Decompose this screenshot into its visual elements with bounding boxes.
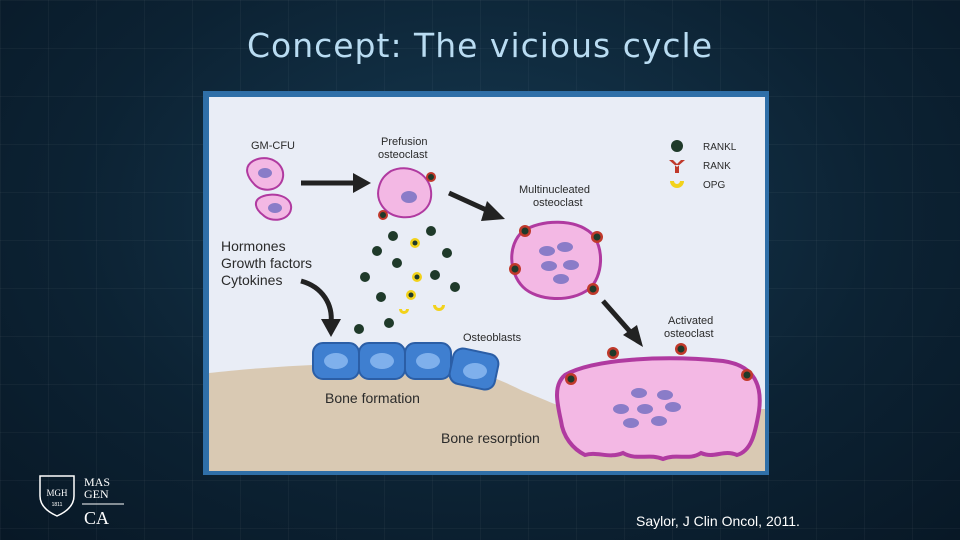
crest-text: MGH [46, 488, 68, 498]
svg-text:RANK: RANK [703, 161, 731, 172]
citation: Saylor, J Clin Oncol, 2011. [636, 513, 800, 529]
prefusion-label: Prefusion [381, 136, 427, 148]
bone-formation-label: Bone formation [325, 390, 420, 406]
activated-label: Activated [668, 315, 713, 327]
gm-cfu-cell [255, 193, 293, 221]
vicious-cycle-figure: GM-CFU Prefusion osteoclast Mu [203, 91, 769, 475]
prefusion-label-2: osteoclast [378, 149, 428, 161]
multinucleated-label: Multinucleated [519, 184, 590, 196]
activated-label-2: osteoclast [664, 328, 714, 340]
arrow-to-activated [601, 299, 643, 347]
activated-osteoclast [555, 343, 762, 462]
logo-line-3: CA [84, 508, 109, 528]
opg-molecules [399, 238, 445, 314]
logo-line-2: GEN [84, 487, 109, 501]
cytokines-label: Cytokines [221, 272, 282, 288]
crest-icon [39, 475, 75, 517]
arrow-to-prefusion [301, 173, 371, 193]
bone-layer [209, 363, 583, 471]
arrow-to-osteoblasts [300, 278, 341, 337]
logo-line-1: MAS [84, 475, 110, 489]
svg-text:RANKL: RANKL [703, 142, 737, 153]
legend-opg: OPG [670, 180, 725, 191]
multinucleated-osteoclast [509, 220, 603, 301]
crest-year: 1811 [52, 502, 63, 508]
bone-resorption-label: Bone resorption [441, 430, 540, 446]
mgh-logo: MGH 1811 MAS GEN CA [38, 474, 128, 530]
slide-title: Concept: The vicious cycle [246, 26, 714, 65]
gm-cfu-cell [246, 157, 285, 191]
arrow-to-multinucleated [447, 190, 505, 221]
growth-factors-label: Growth factors [221, 255, 312, 271]
hormones-label: Hormones [221, 238, 286, 254]
svg-text:OPG: OPG [703, 180, 725, 191]
osteoblast-cells [312, 342, 500, 391]
multinucleated-label-2: osteoclast [533, 197, 583, 209]
gm-cfu-label: GM-CFU [251, 140, 295, 152]
legend-rankl: RANKL [671, 140, 737, 153]
prefusion-osteoclast [377, 167, 436, 220]
legend-rank: RANK [669, 160, 731, 173]
rankl-molecules [354, 226, 460, 334]
legend: RANKL RANK OPG [669, 140, 737, 191]
osteoblasts-label: Osteoblasts [463, 332, 522, 344]
vicious-cycle-diagram: GM-CFU Prefusion osteoclast Mu [209, 97, 765, 471]
